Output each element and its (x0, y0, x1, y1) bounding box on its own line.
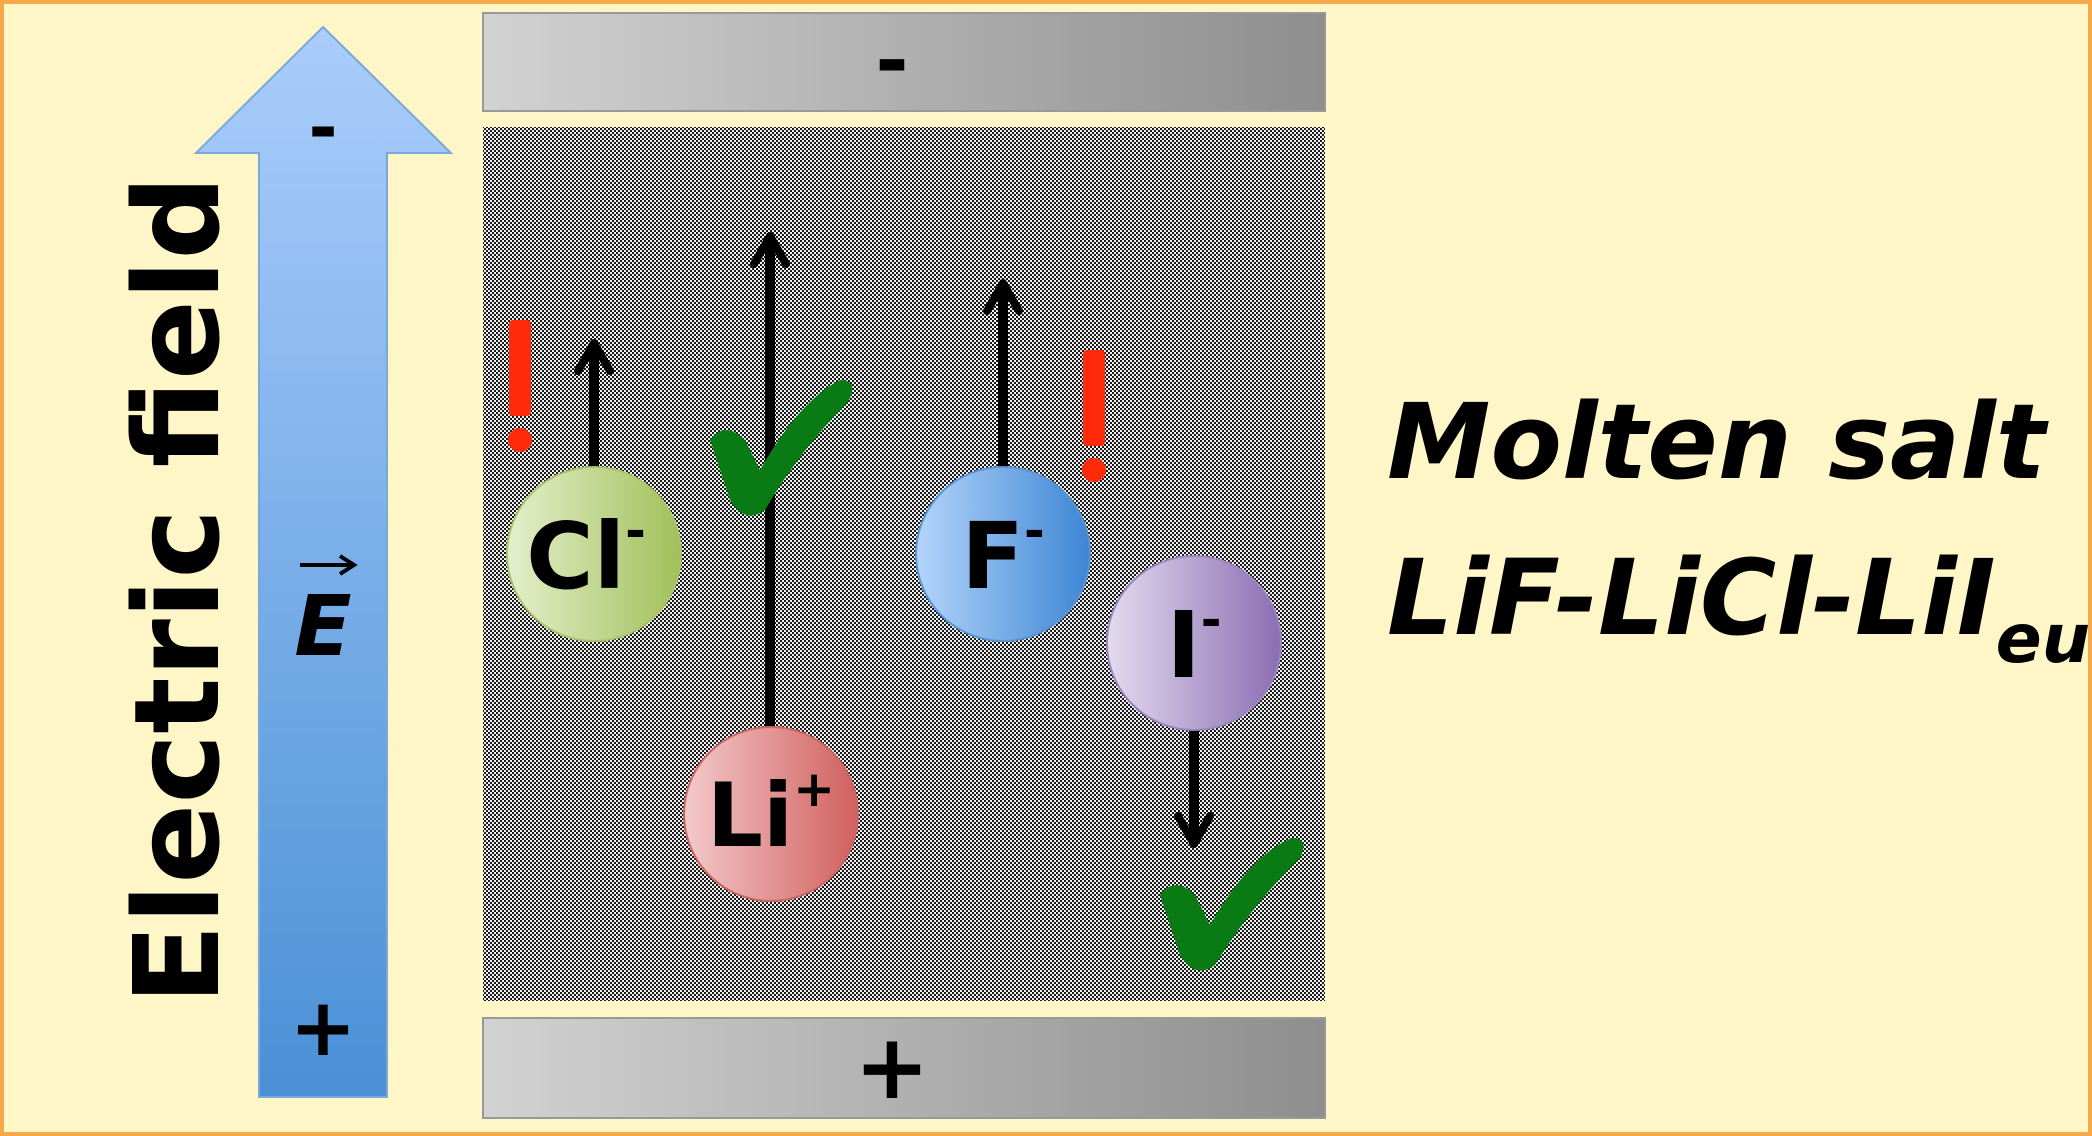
svg-text:Cl-: Cl- (526, 502, 646, 610)
vector-arrow-icon (300, 554, 358, 576)
title-line1: Molten salt (1387, 381, 2049, 503)
i-check-icon (1160, 838, 1304, 971)
svg-text:F-: F- (961, 502, 1045, 610)
svg-text:Li+: Li+ (707, 760, 835, 867)
ion-li: Li+ (683, 726, 859, 902)
cl-warning-icon (508, 320, 532, 452)
ion-i: I- (1106, 555, 1282, 731)
bottom-electrode (482, 1017, 1326, 1119)
field-vector-symbol: E (294, 577, 351, 675)
top-electrode-sign: - (875, 14, 908, 107)
bottom-electrode-sign: + (854, 1015, 929, 1120)
title-line2: LiF-LiCl-LiIeut (1387, 537, 2092, 679)
svg-text:I-: I- (1167, 591, 1222, 699)
li-check-icon (710, 380, 853, 516)
field-top-sign: - (308, 87, 337, 169)
ion-cl: Cl- (506, 466, 682, 642)
field-bottom-sign: + (289, 981, 356, 1074)
ion-f: F- (915, 466, 1091, 642)
electric-field-arrow: - + E (193, 25, 454, 1098)
electric-field-label: Electric field (108, 175, 246, 1005)
top-electrode (482, 12, 1326, 112)
f-warning-icon (1082, 350, 1106, 482)
